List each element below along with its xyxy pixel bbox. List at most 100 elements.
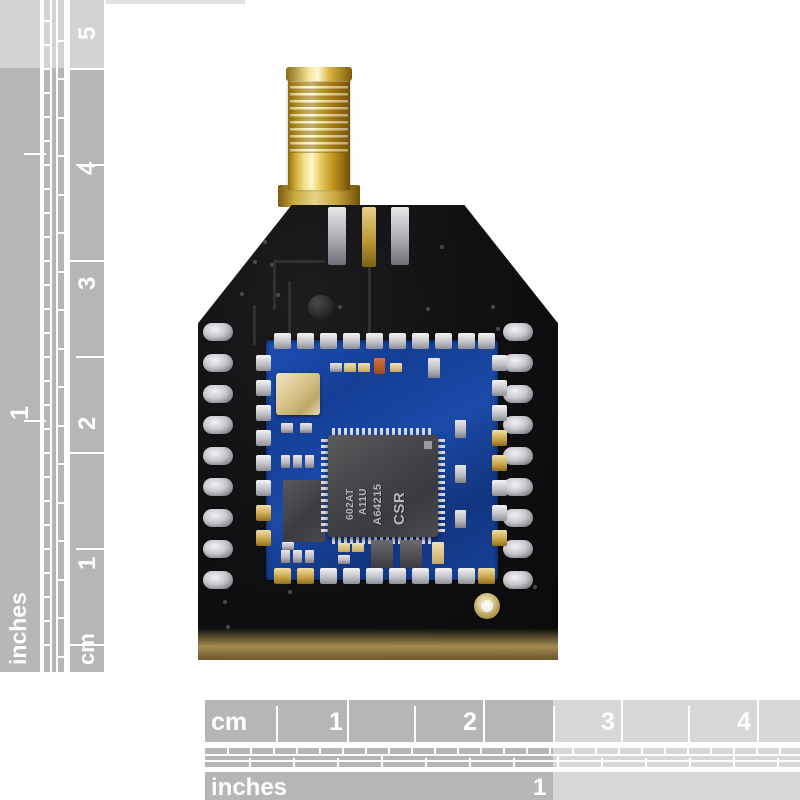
smd-resistor: [293, 455, 302, 468]
ruler-inch-sub-tick: [337, 758, 339, 769]
module-pad: [256, 405, 271, 421]
ruler-tick: [56, 194, 66, 196]
castellated-pad: [503, 447, 533, 465]
ruler-tick: [56, 425, 66, 427]
horizontal-ruler-cm-band: cm 1 2 3 4: [205, 700, 800, 742]
smd-resistor: [338, 543, 350, 552]
ruler-cm-tick: [688, 706, 690, 742]
rf-pad-left: [328, 207, 346, 265]
module-pad: [492, 505, 507, 521]
csr-ic-marking-line3: A11U: [358, 487, 369, 515]
ruler-cm-tick: [68, 452, 106, 454]
ruler-inch-sub-tick: [777, 758, 779, 769]
module-pad: [389, 568, 406, 584]
ruler-tick: [56, 78, 66, 80]
ruler-cm-divider: [104, 0, 106, 672]
smd-resistor: [281, 550, 290, 563]
ruler-minor-tick: [388, 746, 390, 756]
ruler-inch-sub-tick: [733, 754, 735, 769]
ruler-tick: [42, 356, 52, 358]
ruler-tick: [42, 92, 52, 94]
via: [240, 292, 244, 296]
ruler-tick: [42, 332, 52, 334]
ruler-minor-tick: [618, 746, 620, 756]
vertical-tick-bg: [42, 68, 66, 672]
vertical-cm-mark-4: 4: [74, 161, 101, 175]
ruler-minor-tick: [296, 746, 298, 756]
ruler-tick: [42, 164, 52, 166]
via: [533, 585, 537, 589]
horizontal-ruler-tick-band: [205, 746, 800, 769]
ruler-tick: [56, 579, 66, 581]
ruler-inch-sub-tick: [425, 758, 427, 769]
smd-electrolytic-capacitor: [308, 295, 334, 319]
ruler-tick: [42, 116, 52, 118]
smd-resistor: [330, 363, 342, 372]
module-pad: [256, 355, 271, 371]
horizontal-ruler-inches-label: inches: [211, 774, 288, 800]
smd-capacitor: [455, 465, 466, 483]
ruler-tick: [42, 68, 52, 70]
ruler-cm-half-tick: [76, 164, 106, 166]
smd-resistor: [352, 543, 364, 552]
module-pad: [366, 333, 383, 349]
ruler-minor-tick: [319, 746, 321, 756]
pcb-trace: [273, 262, 276, 310]
qfn-pin1-marker: [424, 441, 432, 449]
module-pad: [435, 568, 452, 584]
ruler-cm-tick: [483, 700, 485, 742]
ruler-minor-tick: [434, 746, 436, 756]
smd-resistor: [390, 363, 402, 372]
ruler-minor-tick: [756, 746, 758, 756]
ruler-tick: [42, 620, 52, 622]
pcb-trace: [273, 260, 325, 263]
horizontal-tick-bg: [553, 746, 800, 768]
module-pad: [492, 405, 507, 421]
ruler-cm-tick: [68, 68, 106, 70]
module-pad: [320, 568, 337, 584]
module-pad: [412, 333, 429, 349]
ruler-minor-tick: [342, 746, 344, 756]
horizontal-inch-segment: [553, 772, 800, 800]
smd-capacitor: [281, 423, 293, 433]
via: [491, 305, 495, 309]
ruler-tick-row: [205, 754, 800, 756]
sma-connector-threads: [290, 79, 348, 153]
ruler-minor-tick: [411, 746, 413, 756]
module-pad: [435, 333, 452, 349]
via: [288, 590, 292, 594]
module-pad: [478, 333, 495, 349]
smd-resistor: [305, 550, 314, 563]
module-pad: [389, 333, 406, 349]
module-pad: [256, 530, 271, 546]
ruler-minor-tick: [572, 746, 574, 756]
ruler-cm-tick: [414, 706, 416, 742]
ruler-inch-sub-tick: [645, 758, 647, 769]
castellated-pad: [203, 509, 233, 527]
ruler-tick: [56, 463, 66, 465]
pcb-trace: [368, 267, 371, 339]
ruler-minor-tick: [526, 746, 528, 756]
castellated-pad: [503, 323, 533, 341]
ruler-inch-sub-tick: [293, 758, 295, 769]
ruler-tick: [42, 428, 52, 430]
castellated-pad: [203, 478, 233, 496]
pcb-trace: [253, 305, 256, 345]
ruler-minor-tick: [687, 746, 689, 756]
ruler-tick-row: [205, 746, 800, 748]
smd-resistor: [344, 363, 356, 372]
horizontal-cm-segment: [205, 700, 553, 742]
ruler-tick: [56, 309, 66, 311]
ruler-tick: [42, 140, 52, 142]
smd-resistor: [358, 363, 370, 372]
module-pad: [458, 568, 475, 584]
ruler-minor-tick: [227, 746, 229, 756]
ruler-tick: [42, 0, 44, 672]
via: [496, 327, 500, 331]
ruler-minor-tick: [480, 746, 482, 756]
ruler-inch-sub-tick: [469, 758, 471, 769]
castellated-pad: [503, 540, 533, 558]
castellated-pad: [203, 385, 233, 403]
ruler-tick: [50, 0, 52, 672]
